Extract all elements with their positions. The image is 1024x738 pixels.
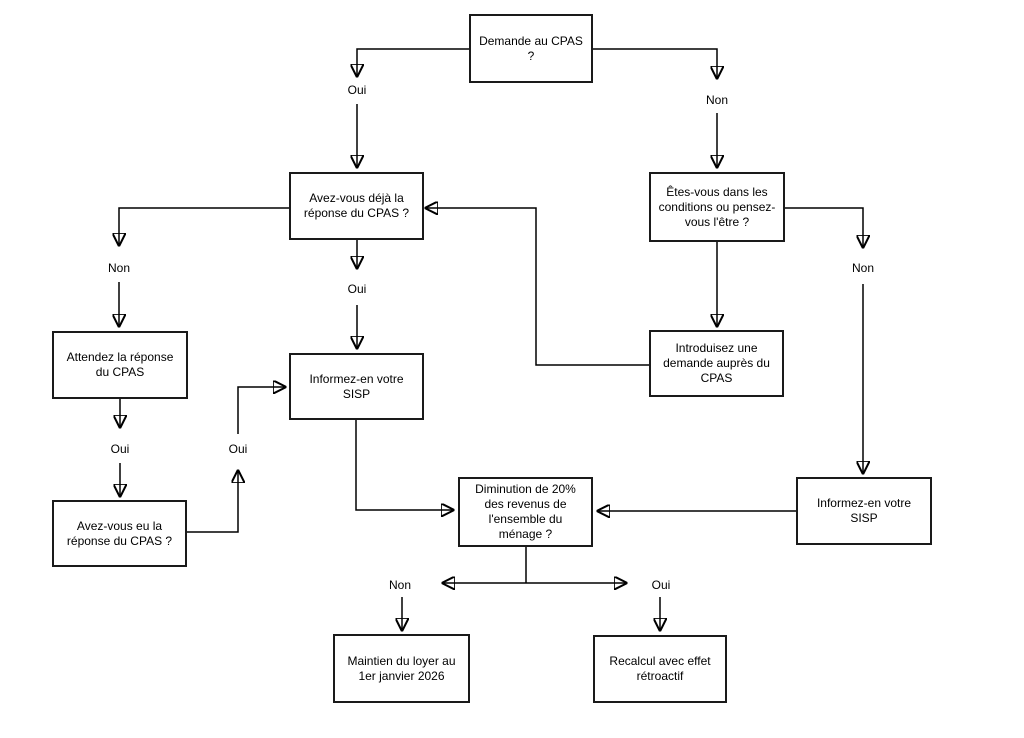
node-maintien-loyer-label: Maintien du loyer au 1er janvier 2026 [347, 653, 456, 683]
node-attendez-reponse-label: Attendez la réponse du CPAS [66, 350, 174, 379]
edge-demande-oui-1 [357, 48, 469, 76]
node-maintien-loyer: Maintien du loyer au 1er janvier 2026 [333, 634, 470, 703]
node-introduisez-demande: Introduisez une demande auprès du CPAS [649, 330, 784, 397]
edge-avezdeja-non-1 [119, 207, 289, 245]
edge-demande-non-1 [593, 48, 717, 78]
node-avez-vous-deja-reponse-label: Avez-vous déjà la réponse du CPAS ? [303, 191, 410, 220]
node-recalcul-retroactif: Recalcul avec effet rétroactif [593, 635, 727, 703]
edge-label-oui-top-left: Oui [345, 83, 369, 97]
edge-avezeu-oui-2 [237, 387, 285, 434]
node-informez-sisp-droite: Informez-en votre SISP [796, 477, 932, 545]
edge-avezeu-oui-1 [187, 471, 238, 533]
edge-label-oui-bottom: Oui [649, 578, 673, 592]
node-introduisez-demande-label: Introduisez une demande auprès du CPAS [663, 341, 770, 385]
edge-informezcentre-diminution [355, 420, 453, 510]
node-diminution-revenus-label: Diminution de 20% des revenus de l'ensem… [475, 482, 576, 541]
node-avez-vous-eu-reponse-label: Avez-vous eu la réponse du CPAS ? [66, 518, 173, 548]
node-informez-sisp-centre-label: Informez-en votre SISP [309, 371, 404, 401]
edge-label-oui-avez-eu: Oui [226, 442, 250, 456]
node-attendez-reponse: Attendez la réponse du CPAS [52, 331, 188, 399]
node-avez-vous-eu-reponse: Avez-vous eu la réponse du CPAS ? [52, 500, 187, 567]
edge-label-non-right: Non [849, 261, 877, 275]
node-informez-sisp-droite-label: Informez-en votre SISP [816, 496, 912, 525]
node-demande-au-cpas-label: Demande au CPAS ? [479, 33, 583, 63]
edge-label-non-top-right: Non [703, 93, 731, 107]
edge-label-oui-attendez: Oui [108, 442, 132, 456]
edge-introduisez-avezdeja [426, 208, 649, 366]
edge-label-oui-centre: Oui [345, 282, 369, 296]
node-informez-sisp-centre: Informez-en votre SISP [289, 353, 424, 420]
node-demande-au-cpas: Demande au CPAS ? [469, 14, 593, 83]
edge-etesvous-non-1 [785, 207, 863, 247]
edge-label-non-bottom: Non [386, 578, 414, 592]
node-avez-vous-deja-reponse: Avez-vous déjà la réponse du CPAS ? [289, 172, 424, 240]
node-recalcul-retroactif-label: Recalcul avec effet rétroactif [609, 654, 711, 683]
node-diminution-revenus: Diminution de 20% des revenus de l'ensem… [458, 477, 593, 547]
node-etes-vous-dans-conditions: Êtes-vous dans les conditions ou pensez-… [649, 172, 785, 242]
edge-label-non-left: Non [105, 261, 133, 275]
node-etes-vous-dans-conditions-label: Êtes-vous dans les conditions ou pensez-… [658, 184, 776, 229]
